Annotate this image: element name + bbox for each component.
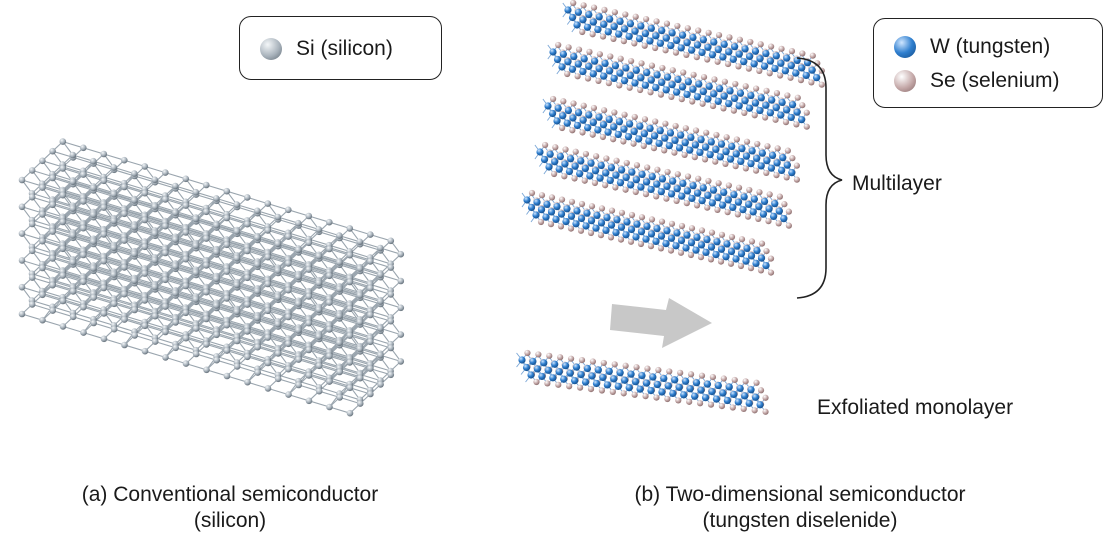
legend-label-tungsten: W (tungsten) (930, 35, 1050, 59)
wse-monolayer-sheet (517, 350, 769, 415)
legend-label-selenium: Se (selenium) (930, 69, 1060, 93)
caption-silicon: (a) Conventional semiconductor (silicon) (30, 482, 430, 534)
caption-tungsten-diselenide-line2: (tungsten diselenide) (590, 508, 1010, 534)
silicon-atom-icon (260, 38, 282, 60)
legend-item-tungsten: W (tungsten) (894, 35, 1050, 59)
legend-label-silicon: Si (silicon) (296, 37, 393, 61)
exfoliation-arrow (610, 298, 712, 348)
monolayer-label: Exfoliated monolayer (817, 396, 1013, 420)
silicon-crystal-lattice (19, 138, 404, 416)
tungsten-diselenide-multilayer (522, 0, 825, 276)
legend-silicon: Si (silicon) (239, 16, 442, 80)
selenium-atom-icon (894, 70, 916, 92)
legend-tungsten-diselenide: W (tungsten) Se (selenium) (873, 18, 1103, 108)
legend-item-selenium: Se (selenium) (894, 69, 1060, 93)
silicon-bonds (22, 142, 401, 414)
caption-tungsten-diselenide-line1: (b) Two-dimensional semiconductor (590, 482, 1010, 508)
tungsten-atom-icon (894, 36, 916, 58)
multilayer-label: Multilayer (852, 172, 942, 196)
caption-silicon-line1: (a) Conventional semiconductor (30, 482, 430, 508)
legend-item-silicon: Si (silicon) (260, 37, 393, 61)
caption-tungsten-diselenide: (b) Two-dimensional semiconductor (tungs… (590, 482, 1010, 534)
multilayer-brace (797, 58, 842, 298)
tungsten-diselenide-monolayer (517, 350, 769, 415)
caption-silicon-line2: (silicon) (30, 508, 430, 534)
